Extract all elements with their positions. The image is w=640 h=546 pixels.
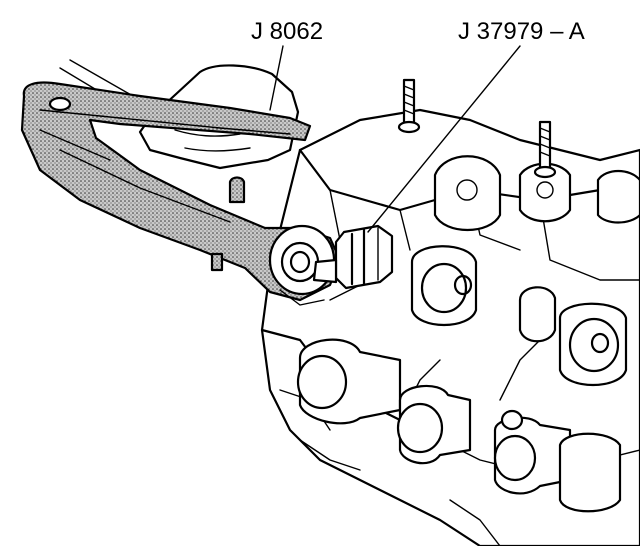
callout-j37979-a: J 37979 – A — [458, 18, 585, 45]
lifter-bores — [296, 338, 622, 513]
head-studs — [397, 78, 557, 179]
compressor-adapter — [312, 224, 394, 290]
callout-j8062: J 8062 — [251, 18, 324, 45]
callout-leaders — [269, 45, 521, 233]
leader-j8062 — [269, 45, 284, 111]
valve-spring-seats — [410, 245, 628, 387]
leader-j37979 — [367, 45, 521, 233]
